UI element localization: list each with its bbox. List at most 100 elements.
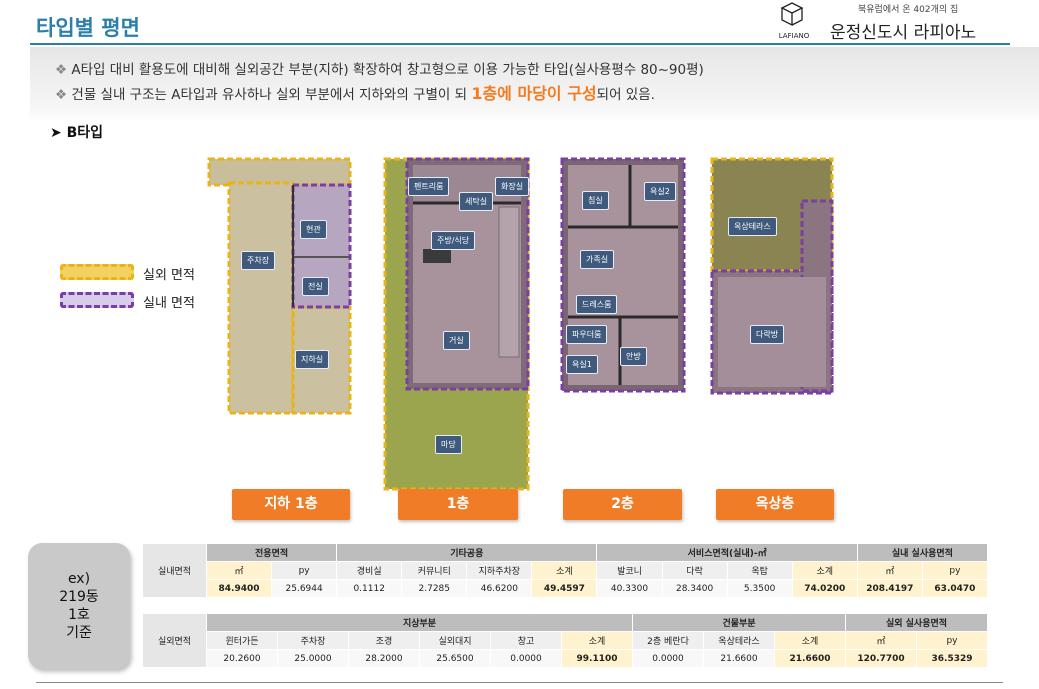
- room-label-anteroom: 전실: [302, 277, 329, 296]
- indoor-value: 0.1112: [336, 579, 403, 598]
- room-label-yard: 마당: [435, 435, 462, 454]
- indoor-sub: py: [271, 561, 338, 580]
- room-label-bathroom: 화장실: [495, 177, 530, 196]
- room-label-pantry: 펜트리룸: [408, 177, 450, 196]
- indoor-value: 74.0200: [791, 579, 858, 598]
- indoor-sub: 커뮤니티: [401, 561, 468, 580]
- room-label-entrance: 현관: [300, 220, 327, 239]
- section-label-b-type: ➤ B타입: [50, 125, 104, 141]
- example-unit: 1호: [68, 607, 90, 623]
- room-label-laundry: 세탁실: [459, 192, 494, 211]
- indoor-value: 5.3500: [726, 579, 793, 598]
- first-floor-plan: 펜트리룸 화장실 세탁실 주방/식당 거실 마당: [383, 157, 530, 491]
- bottom-divider: [36, 682, 1003, 683]
- outdoor-sub: py: [916, 631, 988, 650]
- indoor-sub: ㎡: [856, 561, 923, 580]
- indoor-sub: py: [921, 561, 989, 580]
- indoor-value: 28.3400: [661, 579, 728, 598]
- legend-outdoor-label: 실외 면적: [143, 268, 195, 283]
- room-label-family-room: 가족실: [580, 250, 615, 269]
- table-row: 84.9400 25.6944 0.1112 2.7285 46.6200 49…: [143, 579, 989, 598]
- outdoor-sub: 주차장: [277, 631, 349, 650]
- table-row: 실외면적 지상부분 건물부분 실외 실사용면적: [142, 613, 988, 668]
- brand-tagline: 북유럽에서 온 402개의 집: [858, 5, 959, 15]
- outdoor-sub: 창고: [490, 631, 562, 650]
- description-highlight: 1층에 마당이 구성: [471, 84, 597, 103]
- room-label-powder-room: 파우더룸: [566, 325, 608, 344]
- lafiano-logo: LAFIANO: [779, 2, 810, 40]
- room-label-master-bedroom: 안방: [620, 347, 647, 366]
- brand-name: 운정신도시 라피아노: [830, 23, 977, 43]
- room-label-parking: 주차장: [241, 251, 276, 270]
- description-line-2: ❖ 건물 실내 구조는 A타입과 유사하나 실외 부분에서 지하와의 구별이 되…: [55, 80, 655, 104]
- outdoor-value: 120.7700: [845, 649, 917, 668]
- room-label-dressroom: 드레스룸: [576, 295, 618, 314]
- floor-label-basement: 지하 1층: [232, 489, 350, 520]
- outdoor-sub: 윈터가든: [206, 631, 278, 650]
- floor-label-first: 1층: [398, 489, 518, 520]
- page-title: 타입별 평면: [36, 16, 140, 40]
- room-label-attic: 다락방: [750, 325, 785, 344]
- indoor-group-service: 서비스면적(실내)-㎡: [596, 543, 858, 562]
- description-text-1: A타입 대비 활용도에 대비해 실외공간 부분(지하) 확장하여 창고형으로 이…: [71, 62, 704, 78]
- table-row: 20.2600 25.0000 28.2000 25.6500 0.0000 9…: [143, 649, 988, 668]
- outdoor-value: 25.0000: [277, 649, 349, 668]
- description-text-2-post: 되어 있음.: [596, 87, 655, 103]
- outdoor-value: 28.2000: [348, 649, 420, 668]
- second-floor-plan: 침실 욕실2 가족실 드레스룸 파우더룸 안방 욕실1: [560, 157, 686, 393]
- description-text-2-pre: 건물 실내 구조는 A타입과 유사하나 실외 부분에서 지하와의 구별이 되: [71, 87, 468, 103]
- legend-indoor-swatch: [60, 292, 134, 308]
- room-label-living-room: 거실: [443, 331, 470, 350]
- basement-plan-drawing: [207, 157, 352, 415]
- outdoor-area-table: 실외면적 지상부분 건물부분 실외 실사용면적 윈터가든 주차장 조경 실외대지…: [142, 613, 988, 668]
- roof-plan-drawing: [710, 157, 834, 395]
- bullet-icon: ❖: [55, 62, 68, 78]
- logo-wordmark: LAFIANO: [779, 32, 810, 40]
- outdoor-group-ground: 지상부분: [206, 613, 633, 632]
- bullet-icon: ❖: [55, 87, 68, 103]
- example-prefix: ex): [67, 571, 91, 587]
- indoor-value: 49.4597: [531, 579, 598, 598]
- indoor-value: 40.3300: [596, 579, 663, 598]
- indoor-group-actual: 실내 실사용면적: [856, 543, 989, 562]
- description-band: [30, 47, 1039, 121]
- outdoor-sub: 소계: [774, 631, 846, 650]
- example-unit-box: ex) 219동 1호 기준: [28, 543, 130, 669]
- outdoor-row-label: 실외면적: [142, 613, 207, 668]
- basement-floor-plan: 현관 주차장 전실 지하실: [207, 157, 352, 415]
- indoor-group-common: 기타공용: [336, 543, 598, 562]
- table-row: 윈터가든 주차장 조경 실외대지 창고 소계 2층 베란다 옥상테라스 소계 ㎡…: [143, 631, 988, 650]
- table-row: 실내면적 전용면적 기타공용 서비스면적(실내)-㎡ 실내 실사용면적: [142, 543, 989, 598]
- indoor-value: 46.6200: [466, 579, 533, 598]
- outdoor-sub: ㎡: [845, 631, 917, 650]
- description-line-1: ❖ A타입 대비 활용도에 대비해 실외공간 부분(지하) 확장하여 창고형으로…: [55, 58, 704, 78]
- outdoor-sub: 조경: [348, 631, 420, 650]
- table-row: ㎡ py 경비실 커뮤니티 지하주차장 소계 발코니 다락 옥탑 소계 ㎡ py: [143, 561, 989, 580]
- indoor-value: 208.4197: [856, 579, 923, 598]
- outdoor-group-building: 건물부분: [632, 613, 846, 632]
- outdoor-sub: 실외대지: [419, 631, 491, 650]
- indoor-sub: 경비실: [336, 561, 403, 580]
- floor-label-roof: 옥상층: [716, 489, 834, 520]
- indoor-row-label: 실내면적: [142, 543, 207, 598]
- indoor-group-exclusive: 전용면적: [205, 543, 338, 562]
- outdoor-value: 20.2600: [206, 649, 278, 668]
- room-label-rooftop-terrace: 옥상테라스: [728, 217, 777, 236]
- indoor-value: 2.7285: [401, 579, 468, 598]
- outdoor-value: 0.0000: [632, 649, 704, 668]
- legend-indoor-label: 실내 면적: [143, 296, 195, 311]
- legend-outdoor-swatch: [60, 264, 134, 280]
- room-label-bathroom-1: 욕실1: [566, 355, 598, 374]
- indoor-value: 84.9400: [205, 579, 273, 598]
- example-building: 219동: [59, 589, 99, 605]
- title-divider: [30, 43, 1010, 45]
- indoor-value: 63.0470: [921, 579, 989, 598]
- outdoor-value: 21.6600: [774, 649, 846, 668]
- room-label-bathroom-2: 욕실2: [644, 182, 676, 201]
- outdoor-value: 36.5329: [916, 649, 988, 668]
- floor-label-second: 2층: [563, 489, 682, 520]
- indoor-value: 25.6944: [271, 579, 338, 598]
- outdoor-value: 99.1100: [561, 649, 633, 668]
- outdoor-sub: 소계: [561, 631, 633, 650]
- outdoor-group-actual: 실외 실사용면적: [845, 613, 988, 632]
